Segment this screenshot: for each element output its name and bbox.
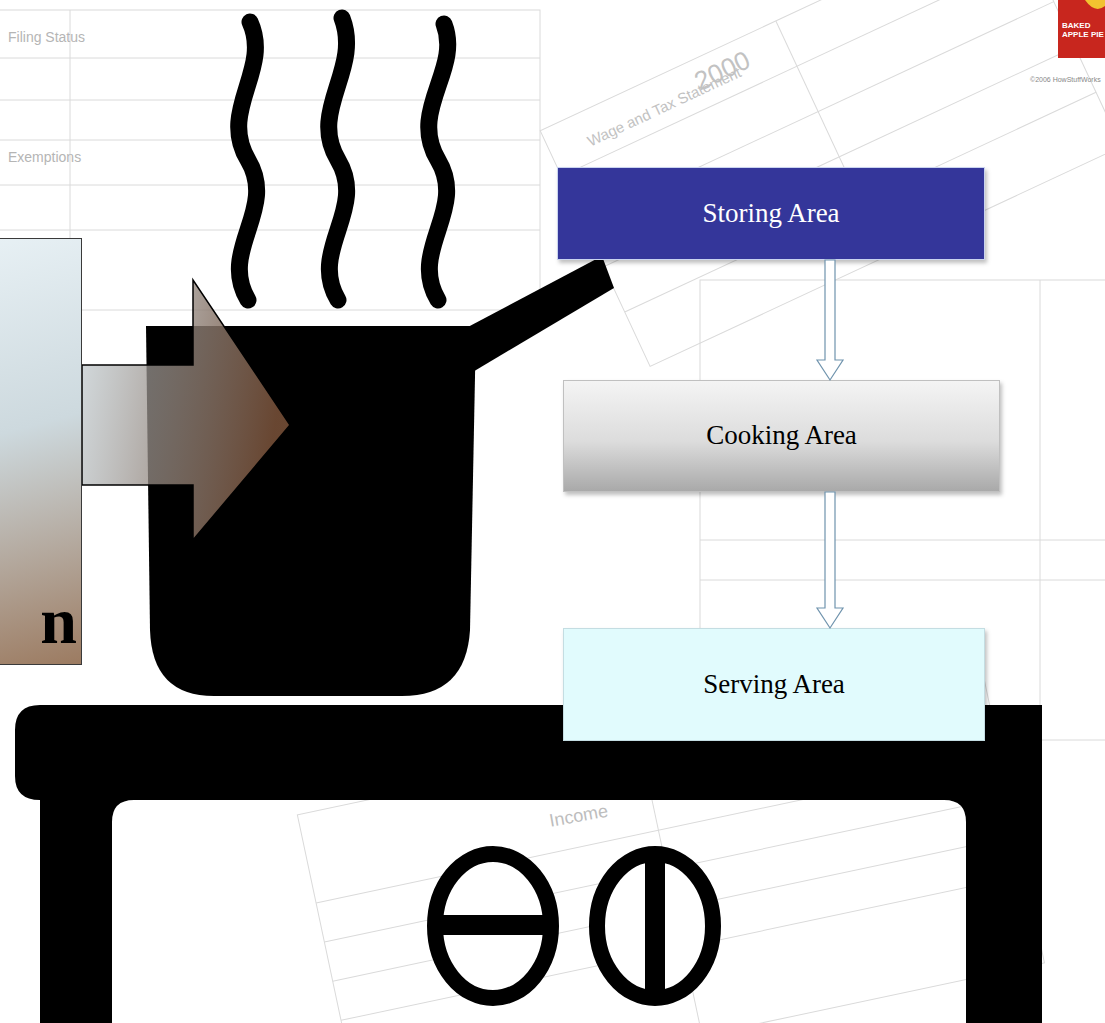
area-name: Cooking Area [706,421,857,451]
callout-text: n [40,585,77,658]
copyright-note: ©2006 HowStuffWorks [1030,76,1101,84]
area-box: Cooking Area [563,380,1000,492]
area-box: Serving Area [563,628,985,741]
steam-line [239,22,257,300]
product-label: BAKED APPLE PIE [1062,22,1104,40]
steam-line [429,24,448,300]
stove-knob [597,854,713,998]
area-name: Storing Area [702,199,839,229]
form-rule [1040,280,1041,740]
flow-arrow [817,492,843,628]
form-rule [0,185,540,186]
stove-knob [435,854,551,998]
form-sheet [540,0,1105,366]
form-rule [0,230,540,231]
form-sheet-group [540,0,1105,366]
block-arrow [82,280,290,540]
pie-box [1058,0,1105,58]
form-rule [700,540,1105,541]
pot-handle [466,256,614,376]
form-watermark: Wage and Tax Statement [585,64,744,150]
steam-line [329,18,347,300]
form-rule [0,100,540,101]
form-rule [0,58,540,59]
form-watermark: Exemptions [8,150,81,165]
form-watermark: Income [548,802,610,832]
area-box: Storing Area [557,167,985,260]
area-name: Serving Area [703,670,845,700]
callout-box: n [0,238,82,665]
form-rule [561,0,1032,176]
knob-bar [442,915,544,935]
pie-box-logo [1085,0,1105,9]
form-rule [0,140,540,141]
stove [15,705,1042,1023]
knob-bar [645,862,665,990]
flow-arrow [817,260,843,380]
form-watermark: Filing Status [8,30,85,45]
form-rule [700,580,1105,581]
steam-lines [239,18,448,300]
